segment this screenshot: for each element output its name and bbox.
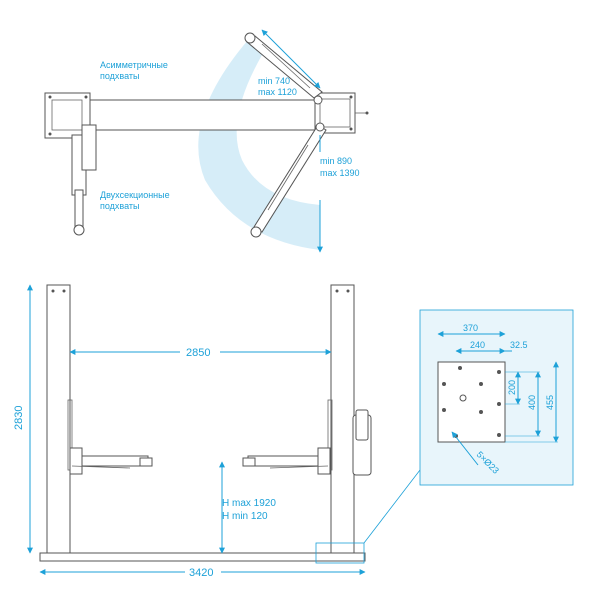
front-view: 2830 2850 3420 H max 1920 H min 120: [13, 284, 421, 579]
short-arm-min: min 740: [258, 76, 290, 86]
long-arm-max: max 1390: [320, 168, 360, 178]
top-view: Асимметричные подхваты Двухсекционные по…: [44, 29, 369, 253]
outer-width-label: 3420: [189, 567, 213, 579]
inner-width-label: 2850: [186, 347, 210, 359]
dim-370-label: 370: [463, 323, 478, 333]
right-column: [330, 284, 355, 554]
base-plate-outline: [437, 361, 506, 443]
base-plate-detail: 370 240 32.5 200 400 455 5×Ø23: [419, 309, 574, 486]
top-beam: [84, 99, 321, 131]
height-label: 2830: [13, 406, 25, 430]
left-column: [46, 284, 71, 554]
left-lift-arm: [69, 447, 153, 475]
asym-arm-long: [250, 122, 327, 238]
arm-swing-area: [198, 40, 320, 250]
dim-400-label: 400: [527, 395, 537, 410]
lift-max-label: H max 1920: [222, 498, 276, 509]
dim-455-label: 455: [545, 395, 555, 410]
holes-leader: [451, 431, 479, 466]
asym-label-1: Асимметричные: [100, 60, 168, 70]
base-detail-callout: [315, 542, 365, 564]
asym-label-2: подхваты: [100, 71, 140, 81]
lift-min-label: H min 120: [222, 511, 268, 522]
two-section-label-2: подхваты: [100, 201, 140, 211]
right-lift-arm: [242, 447, 331, 475]
short-arm-dimension: [261, 29, 321, 89]
dim-200-label: 200: [507, 380, 517, 395]
long-arm-min: min 890: [320, 156, 352, 166]
dim-32-label: 32.5: [510, 340, 528, 350]
base-plate-bar: [39, 552, 366, 562]
two-section-label-1: Двухсекционные: [100, 190, 170, 200]
short-arm-max: max 1120: [258, 87, 297, 97]
dim-240-label: 240: [470, 340, 485, 350]
